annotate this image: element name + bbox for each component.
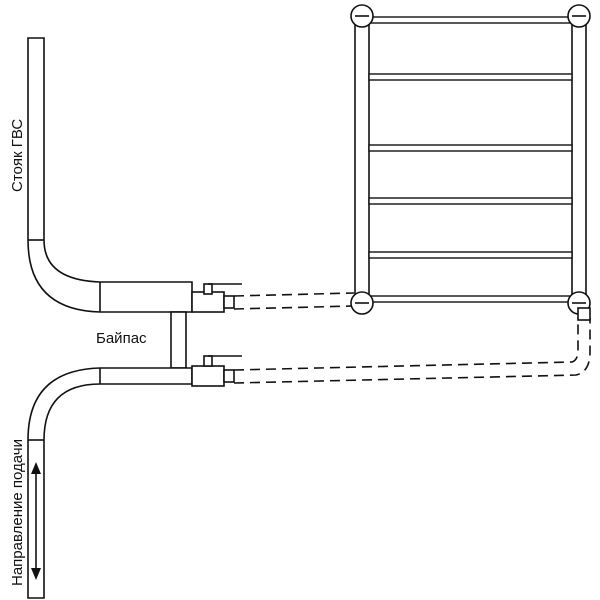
supply-pipe xyxy=(27,367,193,599)
lower-dashed-connection xyxy=(233,318,579,371)
rail-mounts xyxy=(350,4,591,315)
rung-3 xyxy=(368,144,573,152)
rail-outlet xyxy=(577,307,591,321)
bypass-pipe xyxy=(170,311,187,369)
rail-right-post xyxy=(571,11,587,309)
rung-5 xyxy=(368,251,573,259)
riser-label: Стояк ГВС xyxy=(9,119,26,192)
rung-1 xyxy=(368,16,573,24)
rung-2 xyxy=(368,73,573,81)
rail-rungs xyxy=(368,16,573,303)
upper-dashed-connection-2 xyxy=(233,305,355,310)
riser-pipe xyxy=(27,37,193,313)
rung-4 xyxy=(368,197,573,205)
upper-valve xyxy=(191,283,242,313)
bypass-label: Байпас xyxy=(96,330,147,347)
lower-valve xyxy=(191,355,242,387)
rung-6 xyxy=(368,295,573,303)
rail-left-post xyxy=(354,11,370,309)
flow-direction-label: Направление подачи xyxy=(9,439,26,586)
upper-dashed-connection xyxy=(233,292,355,297)
flow-arrow xyxy=(31,462,41,580)
lower-dashed-connection-2 xyxy=(233,318,591,384)
